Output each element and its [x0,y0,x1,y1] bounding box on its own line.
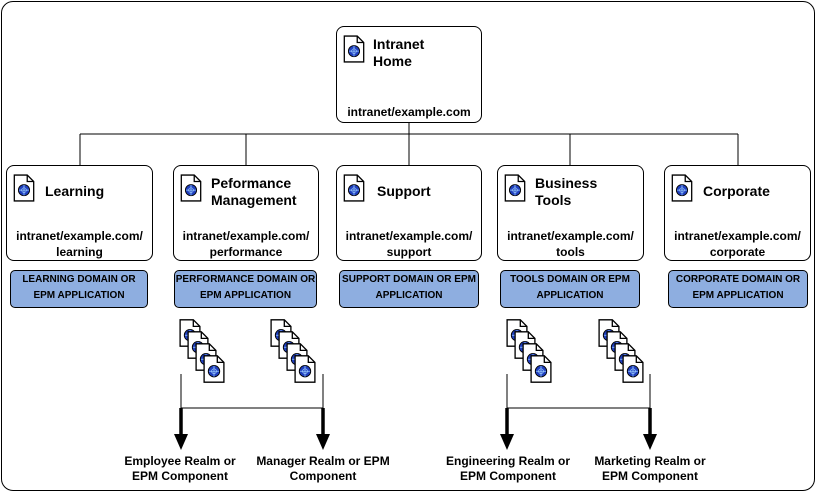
root-node-intranet-home[interactable]: Intranet Home intranet/example.com [336,26,482,123]
node-business-tools[interactable]: Business Tools intranet/example.com/ too… [497,165,644,261]
node-title: Corporate [703,183,770,199]
document-icon [294,354,316,389]
node-title: Support [377,183,431,199]
realm-manager: Manager Realm or EPM Component [256,454,390,483]
document-icon [13,174,35,207]
node-learning[interactable]: Learning intranet/example.com/ learning [6,165,153,261]
node-title: Intranet Home [373,36,425,69]
document-icon [622,354,644,389]
node-url: intranet/example.com/ corporate [674,229,801,259]
node-url: intranet/example.com/ learning [16,229,143,259]
node-url: intranet/example.com/ tools [507,229,634,259]
node-title: Business Tools [535,175,598,208]
document-icon [343,174,365,207]
realm-employee: Employee Realm or EPM Component [124,454,236,483]
node-url: intranet/example.com/ performance [182,229,310,259]
node-url: intranet/example.com [347,105,471,119]
document-icon [671,174,693,207]
node-support[interactable]: Support intranet/example.com/ support [336,165,482,261]
node-url: intranet/example.com/ support [345,229,473,259]
document-icon [343,35,365,68]
node-performance[interactable]: Peformance Management intranet/example.c… [173,165,319,261]
domain-tools[interactable]: TOOLS DOMAIN OR EPM APPLICATION [500,270,640,308]
domain-support[interactable]: SUPPORT DOMAIN OR EPM APPLICATION [339,270,479,308]
domain-performance[interactable]: PERFORMANCE DOMAIN OR EPM APPLICATION [174,270,317,308]
node-title: Learning [45,183,105,199]
realm-marketing: Marketing Realm or EPM Component [594,454,706,483]
domain-learning[interactable]: LEARNING DOMAIN OR EPM APPLICATION [10,270,148,308]
node-title: Peformance Management [211,175,297,208]
document-icon [180,174,202,207]
document-icon [530,354,552,389]
document-icon [203,354,225,389]
node-corporate[interactable]: Corporate intranet/example.com/ corporat… [664,165,811,261]
domain-corporate[interactable]: CORPORATE DOMAIN OR EPM APPLICATION [668,270,808,308]
document-icon [504,174,526,207]
realm-engineering: Engineering Realm or EPM Component [445,454,571,483]
